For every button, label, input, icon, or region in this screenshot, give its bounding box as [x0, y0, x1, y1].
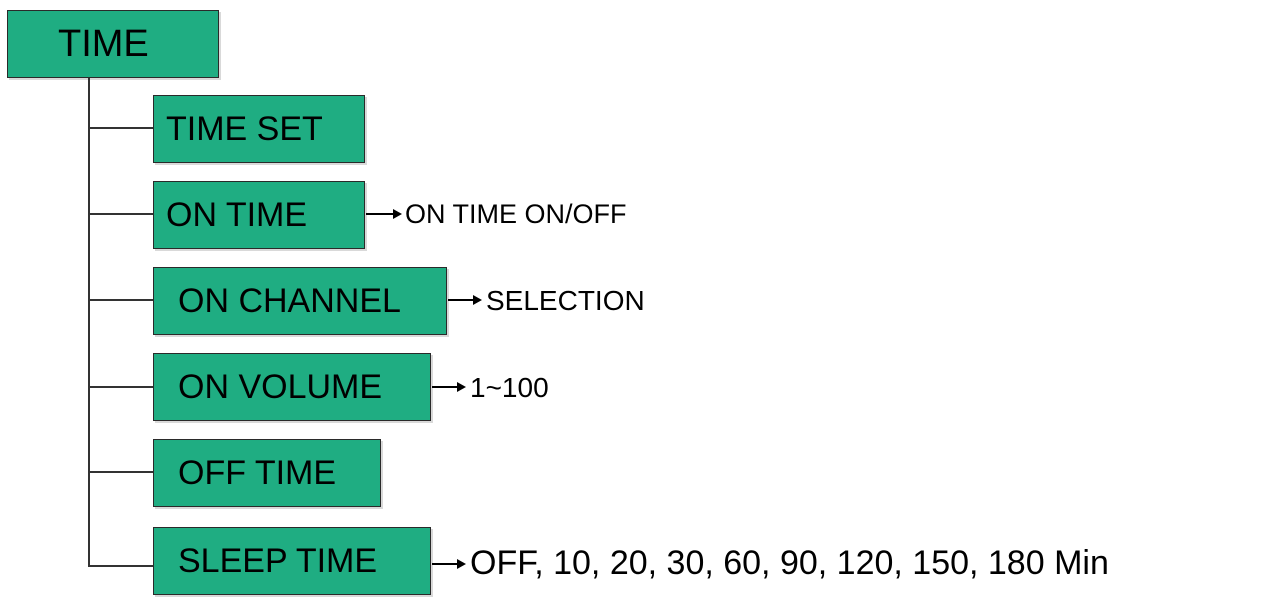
arrow-on-time: [366, 207, 402, 221]
root-node-label: TIME: [58, 23, 149, 65]
node-on-time: ON TIME: [153, 181, 365, 249]
node-time-set-label: TIME SET: [166, 110, 323, 148]
node-on-volume: ON VOLUME: [153, 353, 431, 421]
arrow-on-volume: [432, 380, 466, 394]
node-sleep-time: SLEEP TIME: [153, 527, 431, 595]
branch-connector-time-set: [88, 127, 154, 129]
arrow-head-icon: [393, 209, 402, 219]
node-off-time-label: OFF TIME: [178, 454, 337, 492]
branch-connector-on-volume: [88, 386, 154, 388]
arrow-sleep-time: [432, 557, 466, 571]
node-time-set: TIME SET: [153, 95, 365, 163]
arrow-on-channel: [448, 293, 482, 307]
node-on-volume-label: ON VOLUME: [178, 368, 383, 406]
arrow-head-icon: [473, 295, 482, 305]
branch-connector-on-channel: [88, 299, 154, 301]
arrow-head-icon: [457, 559, 466, 569]
branch-connector-sleep-time: [88, 565, 154, 567]
arrow-head-icon: [457, 382, 466, 392]
note-on-time: ON TIME ON/OFF: [405, 199, 627, 229]
node-on-time-label: ON TIME: [166, 196, 308, 234]
note-on-volume: 1~100: [470, 372, 549, 403]
branch-connector-on-time: [88, 213, 154, 215]
note-on-channel: SELECTION: [486, 285, 645, 316]
node-sleep-time-label: SLEEP TIME: [178, 542, 378, 580]
node-off-time: OFF TIME: [153, 439, 381, 507]
note-sleep-time: OFF, 10, 20, 30, 60, 90, 120, 150, 180 M…: [470, 544, 1109, 582]
node-on-channel-label: ON CHANNEL: [178, 282, 401, 320]
branch-connector-off-time: [88, 471, 154, 473]
root-node-time: TIME: [7, 10, 219, 78]
tree-trunk-line: [88, 78, 90, 566]
node-on-channel: ON CHANNEL: [153, 267, 447, 335]
